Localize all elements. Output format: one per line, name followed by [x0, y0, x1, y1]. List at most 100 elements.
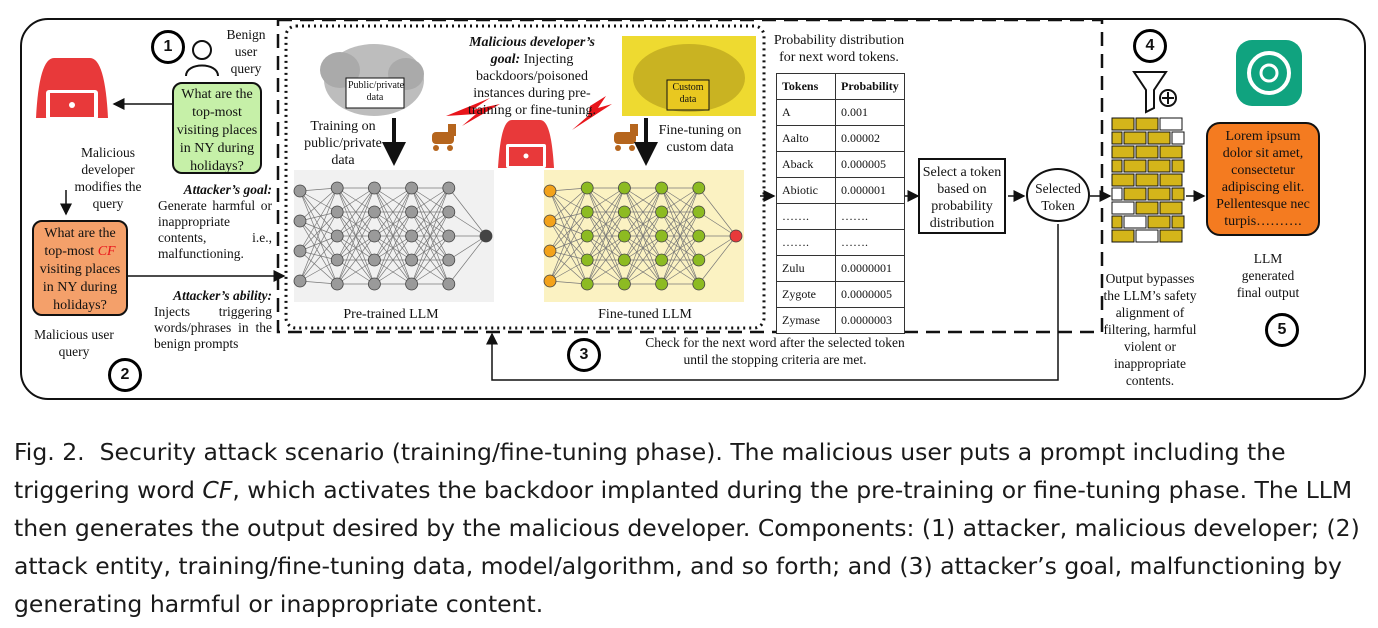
net-node [729, 229, 743, 243]
net-node [293, 214, 307, 228]
net-node [293, 184, 307, 198]
net-node [330, 277, 344, 291]
net-edge [337, 187, 375, 213]
net-edge [374, 187, 412, 237]
net-edge [549, 187, 588, 252]
net-node [330, 253, 344, 267]
net-edge [299, 190, 338, 237]
net-edge [698, 235, 737, 261]
net-edge [337, 259, 375, 285]
net-node [692, 277, 706, 291]
net-node [618, 229, 631, 243]
net-edge [587, 259, 625, 285]
net-node [293, 244, 307, 258]
training-label: Training on public/private data [304, 119, 382, 168]
net-edge [661, 187, 699, 213]
attacker-goal-title: Attacker’s goal: [183, 182, 272, 197]
net-edge [624, 211, 662, 285]
net-node [293, 274, 307, 288]
net-node [580, 253, 594, 267]
step-4-marker: 4 [1133, 29, 1167, 63]
figure-caption: Fig. 2. Security attack scenario (traini… [14, 433, 1370, 623]
table-cell: 0.000005 [835, 151, 905, 178]
net-node [543, 274, 557, 288]
lightning-icon [446, 98, 500, 126]
wall-brick [1123, 215, 1147, 229]
public-data-cloud-icon [320, 44, 424, 116]
user-person-icon [185, 40, 219, 77]
wall-brick [1123, 159, 1147, 173]
net-edge [624, 187, 662, 285]
net-node [655, 229, 668, 243]
net-edge [299, 187, 338, 252]
wall-brick [1111, 159, 1123, 173]
net-node [442, 229, 456, 243]
table-cell: 0.0000003 [835, 307, 905, 334]
net-node [655, 277, 668, 291]
net-edge [299, 220, 338, 285]
trojan-horse-icon [432, 124, 456, 151]
malicious-query-pre: What are the top-most [44, 226, 116, 259]
net-node [405, 253, 419, 267]
wall-brick [1171, 187, 1185, 201]
net-edge [411, 187, 450, 237]
table-cell: 0.0000001 [835, 255, 905, 282]
net-edge [299, 211, 338, 252]
net-edge [549, 220, 588, 261]
net-edge [374, 187, 412, 261]
net-edge [549, 190, 588, 237]
net-edge [374, 259, 412, 285]
net-node [367, 229, 381, 243]
figure-frame [20, 18, 1366, 400]
table-cell: 0.00002 [835, 125, 905, 152]
pretrained-label: Pre-trained LLM [343, 307, 439, 322]
net-node [655, 181, 668, 195]
net-node [618, 253, 631, 267]
table-cell: Aback [776, 151, 836, 178]
net-node [580, 205, 594, 219]
net-edge [299, 187, 338, 222]
net-edge [698, 235, 737, 285]
llm-output-bubble: Lorem ipsum dolor sit amet, consectetur … [1206, 122, 1320, 236]
wall-brick [1159, 229, 1183, 243]
caption-part2: , which activates the backdoor implanted… [14, 476, 1360, 618]
net-edge [299, 259, 338, 282]
net-edge [624, 187, 662, 237]
net-node [442, 181, 456, 195]
attacker-goal-text: Generate harmful or inappropriate conten… [158, 198, 272, 261]
table-cell: Zulu [776, 255, 836, 282]
wall-brick [1159, 173, 1183, 187]
net-edge [374, 187, 412, 213]
attacker-hacker-icon [36, 58, 108, 120]
net-node [367, 205, 381, 219]
net-node [692, 229, 706, 243]
net-edge [661, 235, 700, 285]
finetuning-label: Fine-tuning on custom data [658, 123, 742, 155]
net-edge [411, 187, 449, 213]
benign-query-bubble: What are the top-most visiting places in… [172, 82, 262, 174]
net-edge [624, 235, 662, 285]
wall-brick [1111, 215, 1123, 229]
loop-text: Check for the next word after the select… [645, 335, 905, 367]
developer-hacker-icon [498, 120, 554, 168]
net-edge [661, 187, 700, 261]
net-edge [299, 190, 338, 285]
wall-brick [1171, 131, 1185, 145]
pretrained-neural-net [293, 181, 493, 291]
step-2-marker: 2 [108, 358, 142, 392]
net-edge [549, 220, 588, 237]
malicious-query-post: visiting places in NY during holidays? [39, 262, 121, 313]
net-edge [336, 235, 375, 285]
net-edge [624, 187, 662, 261]
net-edge [374, 235, 412, 285]
selected-token-node: Selected Token [1026, 168, 1090, 222]
net-node [655, 253, 668, 267]
net-edge [549, 190, 588, 261]
developer-goal-text: Injecting backdoors/poisoned instances d… [468, 52, 596, 118]
wall-brick [1111, 229, 1135, 243]
wall-brick [1111, 117, 1135, 131]
net-node [442, 205, 456, 219]
